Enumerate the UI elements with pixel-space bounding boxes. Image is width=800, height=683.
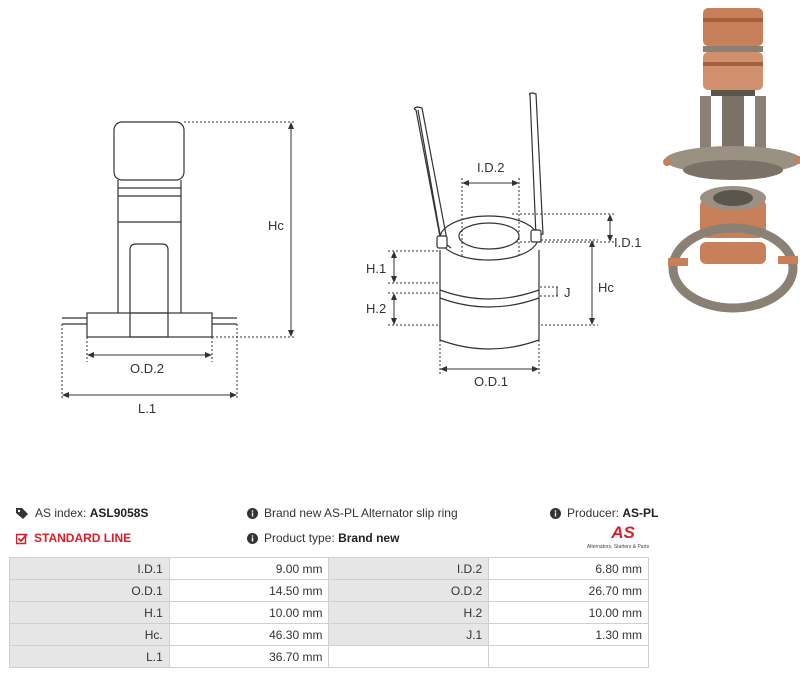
producer-label: Producer: bbox=[567, 506, 620, 520]
table-row: H.1 10.00 mm H.2 10.00 mm bbox=[9, 601, 649, 624]
slip-ring-dimension-lines bbox=[393, 182, 611, 370]
label-j: J bbox=[564, 285, 571, 300]
spec-value: 26.70 mm bbox=[488, 579, 649, 602]
label-h2: H.2 bbox=[366, 301, 386, 316]
spec-label: J.1 bbox=[328, 623, 490, 646]
as-index-label: AS index: bbox=[35, 506, 87, 520]
standard-line-label: STANDARD LINE bbox=[34, 531, 132, 545]
info-icon bbox=[247, 533, 258, 545]
info-icon bbox=[550, 508, 561, 520]
label-hc-left: Hc bbox=[268, 218, 284, 233]
label-id2: I.D.2 bbox=[477, 160, 504, 175]
label-od2: O.D.2 bbox=[130, 361, 164, 376]
as-index: AS index: ASL9058S bbox=[16, 506, 148, 520]
logo-mark: AS bbox=[610, 523, 635, 542]
side-view-arrowheads bbox=[62, 122, 294, 398]
technical-drawing: Hc O.D.2 L.1 bbox=[61, 8, 800, 416]
spec-value: 9.00 mm bbox=[168, 557, 330, 580]
table-row: I.D.1 9.00 mm I.D.2 6.80 mm bbox=[9, 557, 649, 580]
slip-ring-drawing bbox=[413, 92, 544, 350]
spec-value-empty bbox=[488, 645, 649, 668]
label-l1: L.1 bbox=[138, 401, 156, 416]
spec-label: H.1 bbox=[9, 601, 170, 624]
spec-value: 10.00 mm bbox=[168, 601, 330, 624]
checked-square-icon bbox=[16, 533, 28, 545]
label-hc-right: Hc bbox=[598, 280, 614, 295]
product-photo-top bbox=[663, 8, 800, 180]
spec-label: H.2 bbox=[328, 601, 490, 624]
product-type-label: Product type: bbox=[264, 531, 335, 545]
specs-table: I.D.1 9.00 mm I.D.2 6.80 mm O.D.1 14.50 … bbox=[9, 557, 649, 668]
label-id1: I.D.1 bbox=[614, 235, 641, 250]
spec-value: 46.30 mm bbox=[168, 623, 330, 646]
table-row: L.1 36.70 mm bbox=[9, 645, 649, 668]
table-row: Hc. 46.30 mm J.1 1.30 mm bbox=[9, 623, 649, 646]
table-row: O.D.1 14.50 mm O.D.2 26.70 mm bbox=[9, 579, 649, 602]
spec-label: I.D.2 bbox=[328, 557, 490, 580]
product-type-value: Brand new bbox=[338, 531, 400, 545]
logo-tagline: Alternators, Starters & Parts bbox=[587, 544, 650, 550]
spec-label: O.D.2 bbox=[328, 579, 490, 602]
spec-label: O.D.1 bbox=[9, 579, 170, 602]
as-pl-logo: AS Alternators, Starters & Parts bbox=[587, 523, 650, 550]
info-icon bbox=[247, 508, 258, 520]
slip-ring-arrowheads bbox=[391, 180, 613, 372]
as-index-value: ASL9058S bbox=[89, 506, 149, 520]
product-photo-bottom bbox=[668, 186, 798, 313]
producer-value: AS-PL bbox=[622, 506, 659, 520]
spec-label: Hc. bbox=[9, 623, 170, 646]
label-od1: O.D.1 bbox=[474, 374, 508, 389]
producer: Producer: AS-PL bbox=[550, 506, 658, 520]
spec-value: 6.80 mm bbox=[488, 557, 649, 580]
side-view-drawing bbox=[62, 121, 237, 338]
spec-value: 10.00 mm bbox=[488, 601, 649, 624]
standard-line: STANDARD LINE bbox=[16, 531, 131, 545]
slip-ring-dimension-guides bbox=[388, 178, 616, 375]
label-h1: H.1 bbox=[366, 261, 386, 276]
description-text: Brand new AS-PL Alternator slip ring bbox=[264, 506, 458, 520]
side-view-dimensions bbox=[61, 121, 296, 400]
description: Brand new AS-PL Alternator slip ring bbox=[247, 506, 458, 520]
spec-value: 36.70 mm bbox=[168, 645, 330, 668]
tags-icon bbox=[16, 507, 28, 519]
spec-value: 1.30 mm bbox=[488, 623, 649, 646]
spec-value: 14.50 mm bbox=[168, 579, 330, 602]
product-type: Product type: Brand new bbox=[247, 531, 399, 545]
spec-label: I.D.1 bbox=[9, 557, 170, 580]
spec-label-empty bbox=[328, 645, 490, 668]
side-view-dimension-lines bbox=[65, 125, 292, 396]
spec-label: L.1 bbox=[9, 645, 170, 668]
